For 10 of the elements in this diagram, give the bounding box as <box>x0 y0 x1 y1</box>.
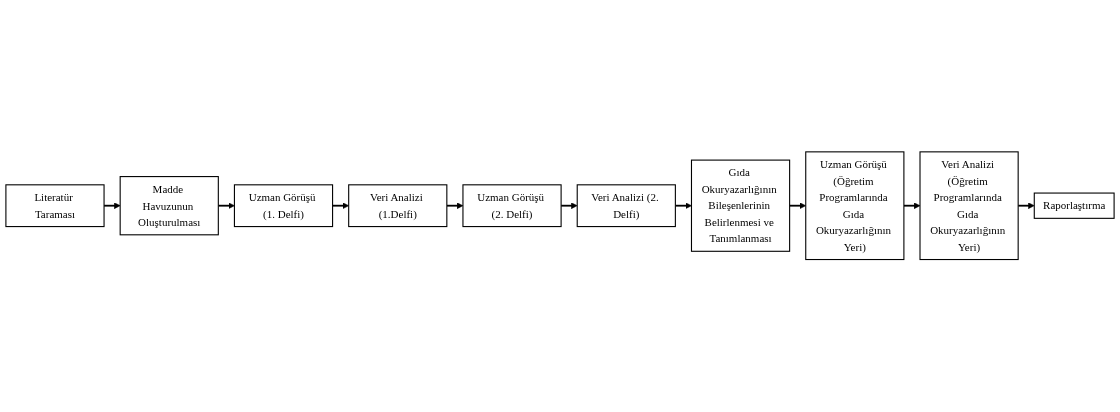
node-box: Uzman Görüşü (Öğretim Programlarında Gıda Okuryazarlığının Yeri) <box>805 151 905 261</box>
node-box: Literatür Taraması <box>5 184 105 228</box>
node-box: Madde Havuzunun Oluşturulması <box>119 176 219 236</box>
node-box: Uzman Görüşü (1. Delfi) <box>233 184 334 228</box>
node-box: Veri Analizi (Öğretim Programlarında Gıda Okuryazarlığının Yeri) <box>919 151 1019 261</box>
node-box: Veri Analizi (2. Delfi) <box>576 184 676 228</box>
node-box: Uzman Görüşü (2. Delfi) <box>462 184 562 228</box>
node-box: Gıda Okuryazarlığının Bileşenlerinin Belirlenmesi ve Tanımlanması <box>690 159 791 253</box>
node-box: Veri Analizi (1.Delfi) <box>348 184 448 228</box>
node-box: Raporlaştırma <box>1033 192 1115 220</box>
